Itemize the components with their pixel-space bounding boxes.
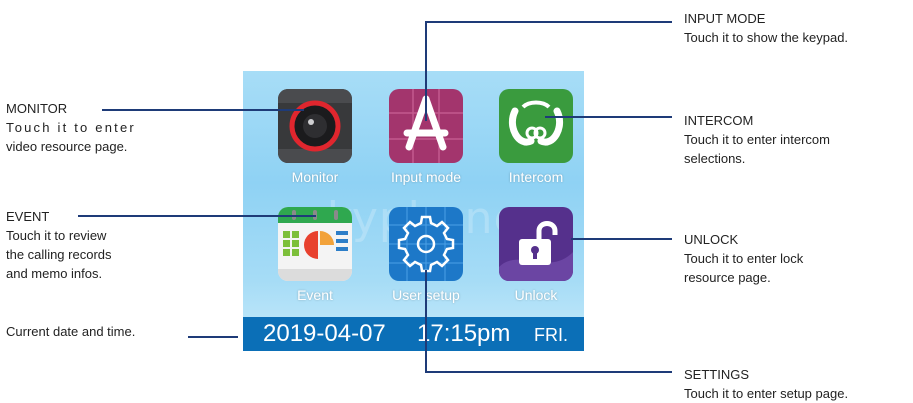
settings-callout-desc: Touch it to enter setup page.: [684, 386, 849, 401]
monitor-callout-desc-1: Touch it to enter: [6, 120, 136, 135]
input-mode-callout-title: INPUT MODE: [684, 11, 766, 26]
datetime-callout: Current date and time.: [6, 322, 135, 341]
event-callout-desc-3: and memo infos.: [6, 266, 103, 281]
event-label: Event: [297, 287, 333, 303]
current-date: 2019-04-07: [263, 320, 386, 347]
settings-callout-title: SETTINGS: [684, 367, 750, 382]
unlock-leader-line: [571, 238, 672, 240]
calendar-icon: [278, 207, 352, 281]
monitor-leader-line: [102, 109, 304, 111]
input-mode-leader-horizontal: [425, 21, 672, 23]
event-callout: EVENT Touch it to review the calling rec…: [6, 207, 112, 283]
intercom-app[interactable]: Intercom: [481, 89, 584, 185]
device-screen: skyphone Monitor: [243, 71, 584, 351]
padlock-icon: [499, 221, 573, 281]
input-mode-leader-vertical: [425, 21, 427, 121]
input-mode-callout-desc: Touch it to show the keypad.: [684, 30, 849, 45]
datetime-callout-desc: Current date and time.: [6, 324, 136, 339]
event-tile[interactable]: [278, 207, 352, 281]
monitor-label: Monitor: [291, 169, 339, 185]
monitor-tile[interactable]: [278, 89, 352, 163]
monitor-callout-title: MONITOR: [6, 101, 68, 116]
event-callout-desc-2: the calling records: [6, 247, 112, 262]
intercom-leader-line: [545, 116, 672, 118]
intercom-callout-desc-1: Touch it to enter intercom: [684, 132, 830, 147]
unlock-tile[interactable]: [499, 207, 573, 281]
settings-callout: SETTINGS Touch it to enter setup page.: [684, 365, 848, 403]
event-leader-line: [78, 215, 316, 217]
settings-leader-horizontal: [425, 371, 672, 373]
event-callout-title: EVENT: [6, 209, 50, 224]
monitor-callout-desc-2: video resource page.: [6, 139, 128, 154]
intercom-callout: INTERCOM Touch it to enter intercom sele…: [684, 111, 830, 168]
unlock-callout-desc-2: resource page.: [684, 270, 771, 285]
status-bar: 2019-04-07 17:15pm FRI.: [243, 317, 584, 351]
monitor-callout: MONITOR Touch it to enter video resource…: [6, 99, 136, 156]
event-callout-desc-1: Touch it to review: [6, 228, 107, 243]
input-mode-callout: INPUT MODE Touch it to show the keypad.: [684, 9, 848, 47]
phone-icon: [508, 100, 564, 146]
gear-icon: [389, 207, 463, 281]
app-store-icon: [389, 89, 463, 163]
current-day: FRI.: [534, 325, 568, 345]
unlock-callout: UNLOCK Touch it to enter lock resource p…: [684, 230, 803, 287]
current-time: 17:15pm: [417, 320, 511, 347]
settings-leader-vertical: [425, 270, 427, 373]
input-mode-label: Input mode: [390, 169, 462, 185]
unlock-label: Unlock: [514, 287, 558, 303]
monitor-app[interactable]: Monitor: [260, 89, 370, 185]
intercom-tile[interactable]: [499, 89, 573, 163]
unlock-app[interactable]: Unlock: [481, 207, 584, 303]
user-setup-tile[interactable]: [389, 207, 463, 281]
intercom-callout-title: INTERCOM: [684, 113, 754, 128]
intercom-callout-desc-2: selections.: [684, 151, 746, 166]
user-setup-app[interactable]: User setup: [371, 207, 481, 303]
intercom-label: Intercom: [508, 169, 564, 185]
camera-icon: [278, 89, 352, 163]
event-app[interactable]: Event: [260, 207, 370, 303]
unlock-callout-title: UNLOCK: [684, 232, 739, 247]
unlock-callout-desc-1: Touch it to enter lock: [684, 251, 804, 266]
datetime-leader-line: [188, 336, 238, 338]
